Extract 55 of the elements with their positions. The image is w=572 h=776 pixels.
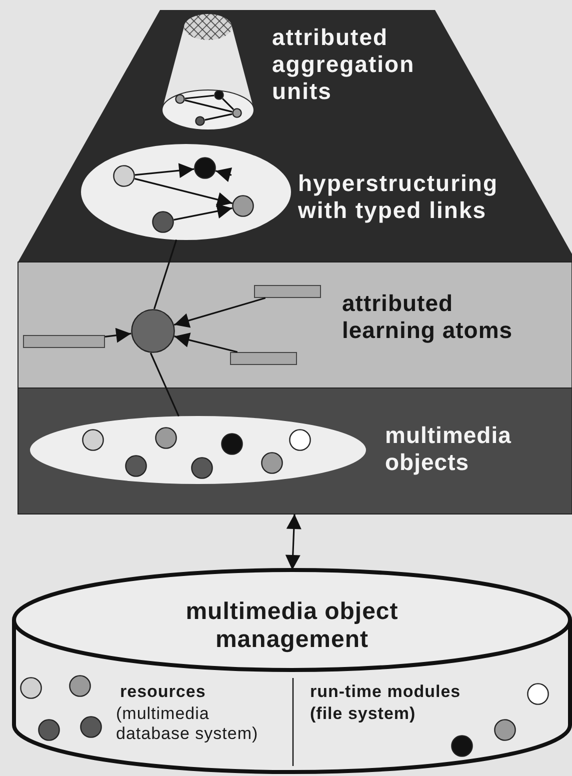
circle-node <box>152 211 174 233</box>
circle-node <box>20 677 42 699</box>
node-label: (multimedia database system) <box>116 704 260 744</box>
circle-node <box>191 457 213 479</box>
circle-node <box>261 452 283 474</box>
ellipse-node <box>81 144 291 240</box>
arrow <box>174 204 232 221</box>
arrow <box>174 297 266 328</box>
connector-line <box>222 98 234 110</box>
node-caption: hyperstructuring with typed links <box>298 170 500 224</box>
circle-node <box>80 716 102 738</box>
circle-node <box>214 90 224 100</box>
ellipse-node <box>30 416 366 484</box>
circle-node <box>494 719 516 741</box>
circle-node <box>289 429 311 451</box>
circle-node <box>195 116 205 126</box>
node-caption: attributed aggregation units <box>272 24 416 106</box>
circle-node <box>125 455 147 477</box>
node-label: multimedia object management <box>184 598 400 655</box>
circle-node <box>175 94 185 104</box>
connector-line <box>184 94 214 100</box>
circle-node <box>221 433 243 455</box>
arrow <box>174 332 238 353</box>
circle-node <box>69 675 91 697</box>
circle-node <box>232 195 254 217</box>
database-cylinder <box>12 568 572 774</box>
node-label: run-time modules <box>310 682 462 702</box>
bar-node <box>23 335 105 348</box>
circle-node <box>194 157 216 179</box>
circle-node <box>155 427 177 449</box>
arrow <box>134 178 233 207</box>
layer-band <box>18 10 572 262</box>
layer-band <box>18 262 572 388</box>
node-label: (file system) <box>310 704 417 724</box>
node-label: attributed learning atoms <box>342 290 514 344</box>
connector-line <box>204 113 232 121</box>
arrow <box>134 163 194 178</box>
bar-node <box>230 352 297 365</box>
circle-node <box>232 108 242 118</box>
circle-node <box>527 683 549 705</box>
circle-node <box>131 309 175 353</box>
layer-band <box>18 388 572 514</box>
arrow <box>104 328 132 343</box>
connector-line <box>184 99 232 113</box>
bar-node <box>254 285 321 298</box>
arrow <box>215 168 232 182</box>
connector-line <box>150 352 180 417</box>
connector-line <box>153 240 178 310</box>
circle-node <box>451 735 473 757</box>
circle-node <box>82 429 104 451</box>
node-label: resources <box>120 682 207 702</box>
circle-node <box>38 719 60 741</box>
arrow <box>285 514 302 570</box>
circle-node <box>113 165 135 187</box>
node-label: multimedia objects <box>385 422 512 476</box>
